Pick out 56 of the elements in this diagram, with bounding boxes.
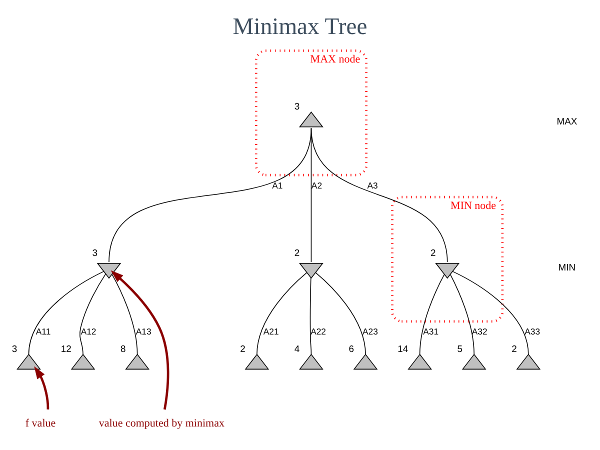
node-label: 2 (512, 344, 517, 355)
node-triangle (96, 262, 122, 279)
diagram-title: Minimax Tree (232, 14, 368, 40)
node-triangle (16, 354, 41, 370)
edge-label: A31 (423, 326, 439, 337)
edge-label: A21 (263, 326, 279, 337)
connector (28, 271, 104, 355)
node-label: 14 (398, 344, 408, 355)
edge-label: A33 (524, 326, 540, 337)
arrow (110, 270, 170, 410)
node-label: 5 (457, 344, 463, 355)
connector (80, 274, 106, 355)
node-triangle (353, 354, 378, 370)
connector (419, 274, 445, 355)
edge-label: A3 (367, 180, 378, 190)
connector (450, 274, 474, 355)
node-triangle (70, 354, 96, 370)
edge-label: A13 (136, 326, 152, 337)
node-triangle (408, 354, 432, 370)
node-triangle (299, 111, 324, 128)
label: MAX (556, 116, 578, 128)
node-label: 2 (294, 248, 300, 259)
node-label: 3 (294, 101, 300, 112)
connector (112, 274, 138, 355)
node-label: 4 (294, 344, 300, 355)
node-label: 2 (240, 344, 246, 355)
connector (452, 271, 529, 355)
node-text: value computed by minimax (98, 418, 224, 430)
edge-label: A22 (310, 326, 326, 337)
connector (315, 272, 366, 355)
arrow (34, 366, 50, 410)
label: MIN (558, 262, 576, 274)
connector (256, 272, 307, 355)
node-label: 8 (120, 344, 126, 355)
edge-label: A11 (36, 326, 51, 337)
node-label: 3 (92, 248, 98, 259)
edge-label: A23 (362, 326, 378, 337)
edge-label: A2 (311, 180, 322, 190)
node-text: f value (25, 418, 56, 430)
connector (310, 128, 448, 262)
edge-label: A1 (272, 180, 283, 190)
node-label: 6 (348, 344, 354, 355)
node-triangle (516, 354, 541, 370)
edge-label: A12 (80, 326, 96, 337)
node-label: 12 (60, 344, 72, 355)
connector (108, 128, 312, 262)
node-label: 3 (12, 344, 18, 355)
node-triangle (125, 354, 150, 370)
connector (310, 277, 312, 355)
edge-label: A32 (472, 326, 488, 337)
node-triangle (244, 354, 270, 370)
node-triangle (462, 354, 486, 370)
node-triangle (435, 262, 460, 279)
node-triangle (299, 262, 324, 279)
node-triangle (299, 354, 324, 370)
node-label: 2 (430, 248, 436, 259)
